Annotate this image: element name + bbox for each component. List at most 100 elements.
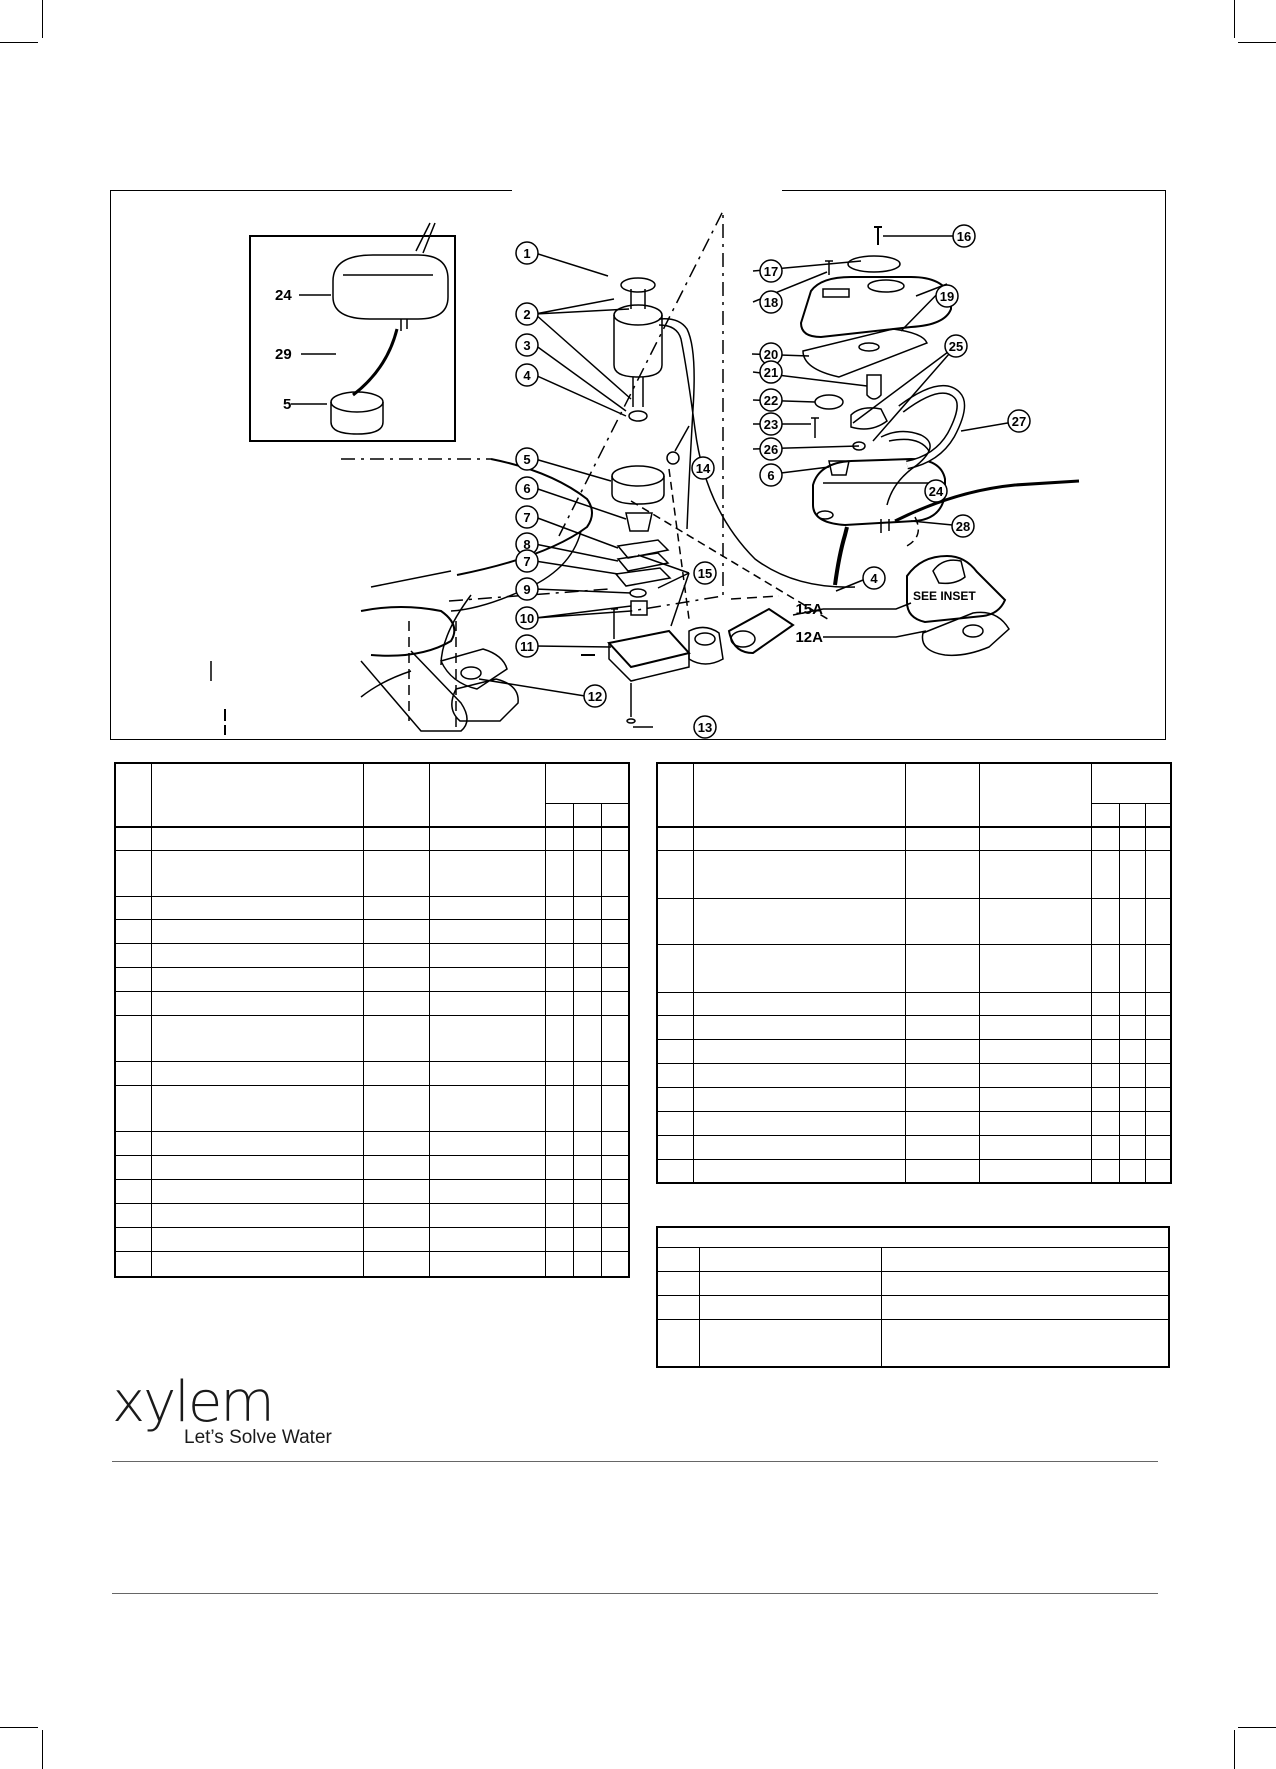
toilet-discharge-pipe (360, 650, 468, 732)
svg-text:4: 4 (870, 571, 878, 586)
inset-box (249, 235, 456, 442)
callout-6: 6 (515, 476, 539, 500)
callout-21: 21 (759, 360, 783, 384)
variant-label-15a: 15A (795, 601, 823, 618)
crop-mark (0, 42, 38, 43)
callout-10: 10 (515, 606, 539, 630)
pump-body (611, 465, 665, 487)
inset-label-29: 29 (275, 346, 292, 363)
svg-text:7: 7 (523, 554, 530, 569)
callout-9: 9 (515, 577, 539, 601)
callout-22: 22 (759, 388, 783, 412)
svg-text:22: 22 (764, 393, 778, 408)
svg-text:2: 2 (523, 307, 530, 322)
callout-4: 4 (515, 363, 539, 387)
callout-16: 16 (952, 224, 976, 248)
inset-hose (352, 328, 399, 397)
callout-24: 24 (924, 479, 948, 503)
svg-text:5: 5 (523, 452, 530, 467)
kits-table (656, 1226, 1171, 1368)
footer-rule-top (112, 1461, 1158, 1462)
crop-mark (0, 1727, 38, 1728)
svg-text:7: 7 (523, 510, 530, 525)
svg-text:12: 12 (588, 689, 602, 704)
svg-text:11: 11 (520, 639, 534, 654)
svg-text:19: 19 (940, 289, 954, 304)
motor-body (613, 315, 663, 378)
valve (866, 374, 882, 400)
pump-base (607, 629, 691, 669)
discharge-fitting (688, 626, 724, 665)
svg-text:13: 13 (698, 720, 712, 735)
parts-table-left (114, 762, 630, 1278)
callout-11: 11 (515, 634, 539, 658)
callout-7b: 7 (515, 549, 539, 573)
toilet-flange (439, 648, 508, 690)
callout-17: 17 (759, 259, 783, 283)
callout-25: 25 (944, 334, 968, 358)
svg-text:3: 3 (523, 338, 530, 353)
see-inset-label: SEE INSET (913, 589, 976, 603)
svg-text:9: 9 (523, 582, 530, 597)
cover-gasket (802, 328, 928, 378)
top-cover (799, 276, 952, 339)
svg-text:23: 23 (764, 417, 778, 432)
variant-label-12a: 12A (795, 629, 823, 646)
inset-pump-body (330, 391, 384, 413)
logo-tagline: Let’s Solve Water (184, 1427, 332, 1448)
callout-1: 1 (515, 241, 539, 265)
crop-mark (42, 1730, 43, 1769)
callout-28: 28 (951, 514, 975, 538)
callout-18: 18 (759, 290, 783, 314)
logo-wordmark: xylem (112, 1370, 275, 1435)
inset-label-24: 24 (275, 287, 292, 304)
motor-seal-top (620, 277, 656, 293)
svg-text:24: 24 (929, 484, 944, 499)
callout-19: 19 (935, 284, 959, 308)
inset-pump-base (332, 254, 449, 320)
svg-text:6: 6 (523, 481, 530, 496)
svg-text:16: 16 (957, 229, 971, 244)
impeller (625, 512, 653, 532)
crop-mark (1238, 1727, 1276, 1728)
crop-mark (42, 0, 43, 38)
inset-label-5: 5 (283, 396, 291, 413)
crop-mark (1234, 0, 1235, 38)
wear-plate (616, 539, 670, 559)
variant-gasket-12a (921, 611, 1010, 657)
svg-text:14: 14 (696, 461, 711, 476)
callout-12: 12 (583, 684, 607, 708)
callout-23: 23 (759, 412, 783, 436)
svg-text:28: 28 (956, 519, 970, 534)
svg-text:10: 10 (520, 611, 534, 626)
svg-text:20: 20 (764, 347, 778, 362)
svg-text:15: 15 (698, 566, 712, 581)
callout-7: 7 (515, 505, 539, 529)
callout-4b: 4 (862, 566, 886, 590)
exploded-parts-diagram: 1 2 3 4 5 6 7 8 7 9 10 11 12 13 14 15 16… (110, 190, 1166, 740)
svg-text:8: 8 (523, 537, 530, 552)
callout-15: 15 (693, 561, 717, 585)
svg-text:6: 6 (767, 468, 774, 483)
svg-text:26: 26 (764, 442, 778, 457)
callout-13: 13 (693, 715, 717, 739)
svg-text:17: 17 (764, 264, 778, 279)
footer-rule-bottom (112, 1593, 1158, 1594)
cover-cap (847, 255, 901, 273)
xylem-logo: xylem Let’s Solve Water (112, 1375, 332, 1449)
crop-mark (1234, 1730, 1235, 1769)
variant-base-15a (906, 554, 1007, 624)
svg-text:18: 18 (764, 295, 778, 310)
svg-text:4: 4 (523, 368, 531, 383)
callout-5: 5 (515, 447, 539, 471)
motor-washer (628, 410, 648, 422)
svg-text:27: 27 (1012, 414, 1026, 429)
diagram-artwork: 1 2 3 4 5 6 7 8 7 9 10 11 12 13 14 15 16… (210, 210, 1080, 739)
crop-mark (1238, 42, 1276, 43)
parts-table-right (656, 762, 1172, 1184)
svg-text:21: 21 (764, 365, 778, 380)
callout-6b: 6 (759, 463, 783, 487)
callout-27: 27 (1007, 409, 1031, 433)
callout-2: 2 (515, 302, 539, 326)
motor-top (613, 304, 663, 326)
